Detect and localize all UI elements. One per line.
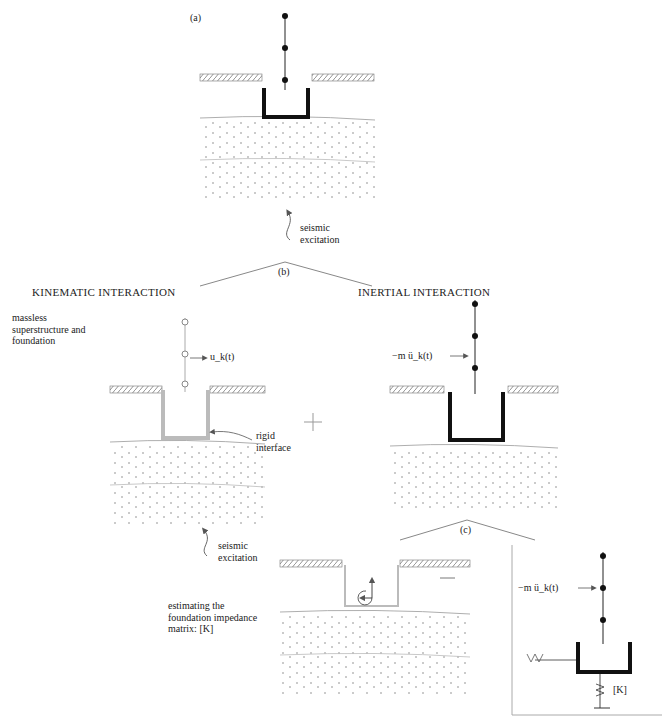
branch-heading: KINEMATIC INTERACTION (32, 286, 175, 299)
load-label: −m ü_k(t) (392, 350, 432, 362)
excitation-note: seismic excitation (300, 222, 360, 245)
figure-tag: (b) (278, 266, 290, 278)
motion-label: u_k(t) (210, 351, 234, 363)
impedance-note: estimating the foundation impedance matr… (168, 600, 260, 635)
excitation-note: seismic excitation (218, 540, 278, 563)
figure-tag: (a) (190, 12, 201, 24)
figure-tag: (c) (460, 524, 471, 536)
interface-note: rigid interface (256, 430, 306, 453)
load-label: −m ü_k(t) (518, 582, 558, 594)
model-note: massless superstructure and foundation (12, 312, 90, 347)
branch-heading: INERTIAL INTERACTION (358, 286, 490, 299)
stiffness-label: [K] (612, 684, 628, 696)
